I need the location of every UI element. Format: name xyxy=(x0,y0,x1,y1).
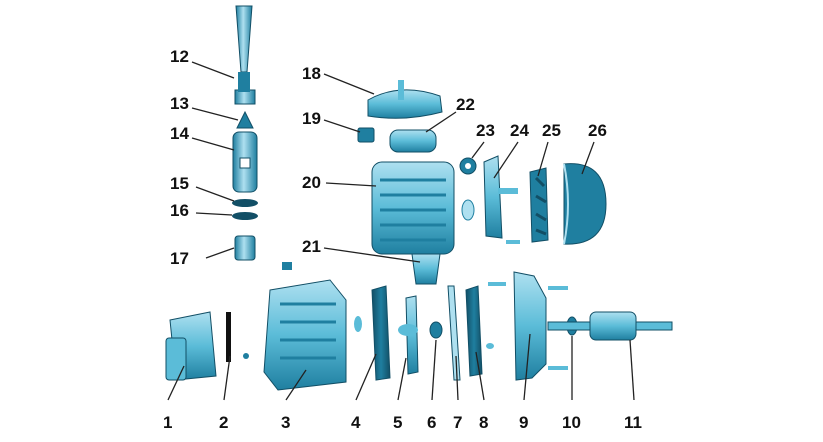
part-1-elbow xyxy=(165,311,217,381)
callout-10: 10 xyxy=(562,413,581,432)
callout-23: 23 xyxy=(476,121,495,140)
part-25-fan xyxy=(529,167,549,243)
callout-2: 2 xyxy=(219,413,229,432)
callout-18: 18 xyxy=(302,64,321,83)
part-14-venturi xyxy=(232,131,258,193)
callout-9: 9 xyxy=(519,413,529,432)
callout-7: 7 xyxy=(453,413,463,432)
part-26-fan-cover xyxy=(563,163,607,245)
callout-21: 21 xyxy=(302,237,321,256)
part-23-nut xyxy=(459,157,477,175)
callout-12: 12 xyxy=(170,47,189,66)
callout-25: 25 xyxy=(542,121,561,140)
part-8-seal-plate xyxy=(465,285,494,377)
callout-24: 24 xyxy=(510,121,529,140)
part-7-o-ring xyxy=(447,285,461,381)
callout-16: 16 xyxy=(170,201,189,220)
callout-3: 3 xyxy=(281,413,291,432)
leader-lines xyxy=(167,61,635,401)
part-17-sleeve xyxy=(234,235,256,261)
callout-6: 6 xyxy=(427,413,437,432)
part-6-seal xyxy=(429,321,443,339)
callout-11: 11 xyxy=(624,413,642,432)
callout-1: 1 xyxy=(163,413,173,432)
callout-20: 20 xyxy=(302,173,321,192)
callout-4: 4 xyxy=(351,413,361,432)
callout-8: 8 xyxy=(479,413,489,432)
part-4-diffuser xyxy=(354,285,391,381)
part-15-16-rings xyxy=(232,199,258,220)
callout-17: 17 xyxy=(170,249,189,268)
callout-19: 19 xyxy=(302,109,321,128)
part-21-base xyxy=(411,253,441,285)
part-5-impeller xyxy=(398,295,419,375)
part-12-nozzle xyxy=(234,5,256,105)
part-13-tip xyxy=(236,110,254,129)
callout-26: 26 xyxy=(588,121,607,140)
part-19-switch xyxy=(357,127,375,143)
part-3-pump-body xyxy=(243,262,347,391)
part-11-rotor-shaft xyxy=(547,311,673,341)
part-2-gasket xyxy=(226,312,231,362)
callout-13: 13 xyxy=(170,94,189,113)
callout-14: 14 xyxy=(170,124,189,143)
callout-5: 5 xyxy=(393,413,403,432)
part-9-bracket xyxy=(488,271,568,381)
part-22-capacitor xyxy=(389,129,437,153)
part-24-end-shield xyxy=(461,155,520,244)
callout-22: 22 xyxy=(456,95,475,114)
part-20-motor-housing xyxy=(371,161,455,255)
callout-15: 15 xyxy=(170,174,189,193)
part-18-terminal-cover xyxy=(367,80,443,119)
